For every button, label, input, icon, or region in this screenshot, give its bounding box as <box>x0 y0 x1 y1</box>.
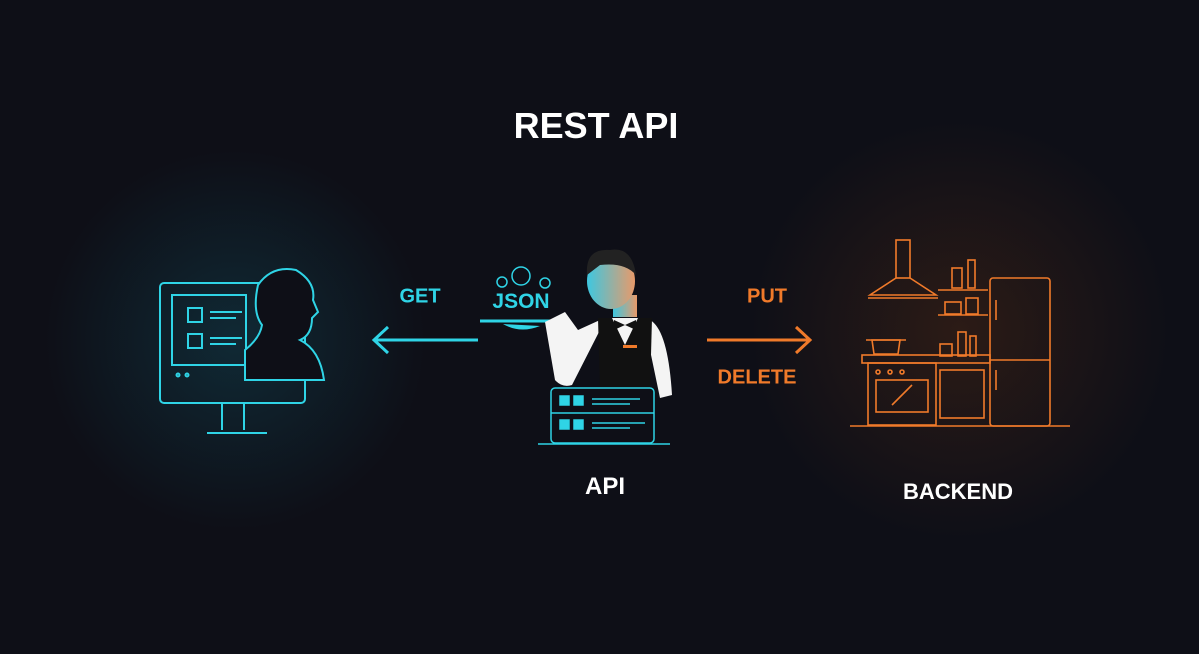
api-label: API <box>584 473 626 500</box>
client-monitor-icon <box>159 268 326 434</box>
kitchen-icon <box>850 239 1070 427</box>
waiter-icon <box>480 249 672 398</box>
diagram-title: REST API <box>513 105 679 146</box>
put-label: PUT <box>747 285 787 308</box>
backend-label: BACKEND <box>903 479 1013 504</box>
get-arrow <box>371 325 478 355</box>
json-label: JSON <box>492 290 550 313</box>
delete-label: DELETE <box>717 366 797 389</box>
get-label: GET <box>399 285 441 308</box>
put-delete-arrow <box>707 325 813 355</box>
server-icon <box>538 387 670 445</box>
